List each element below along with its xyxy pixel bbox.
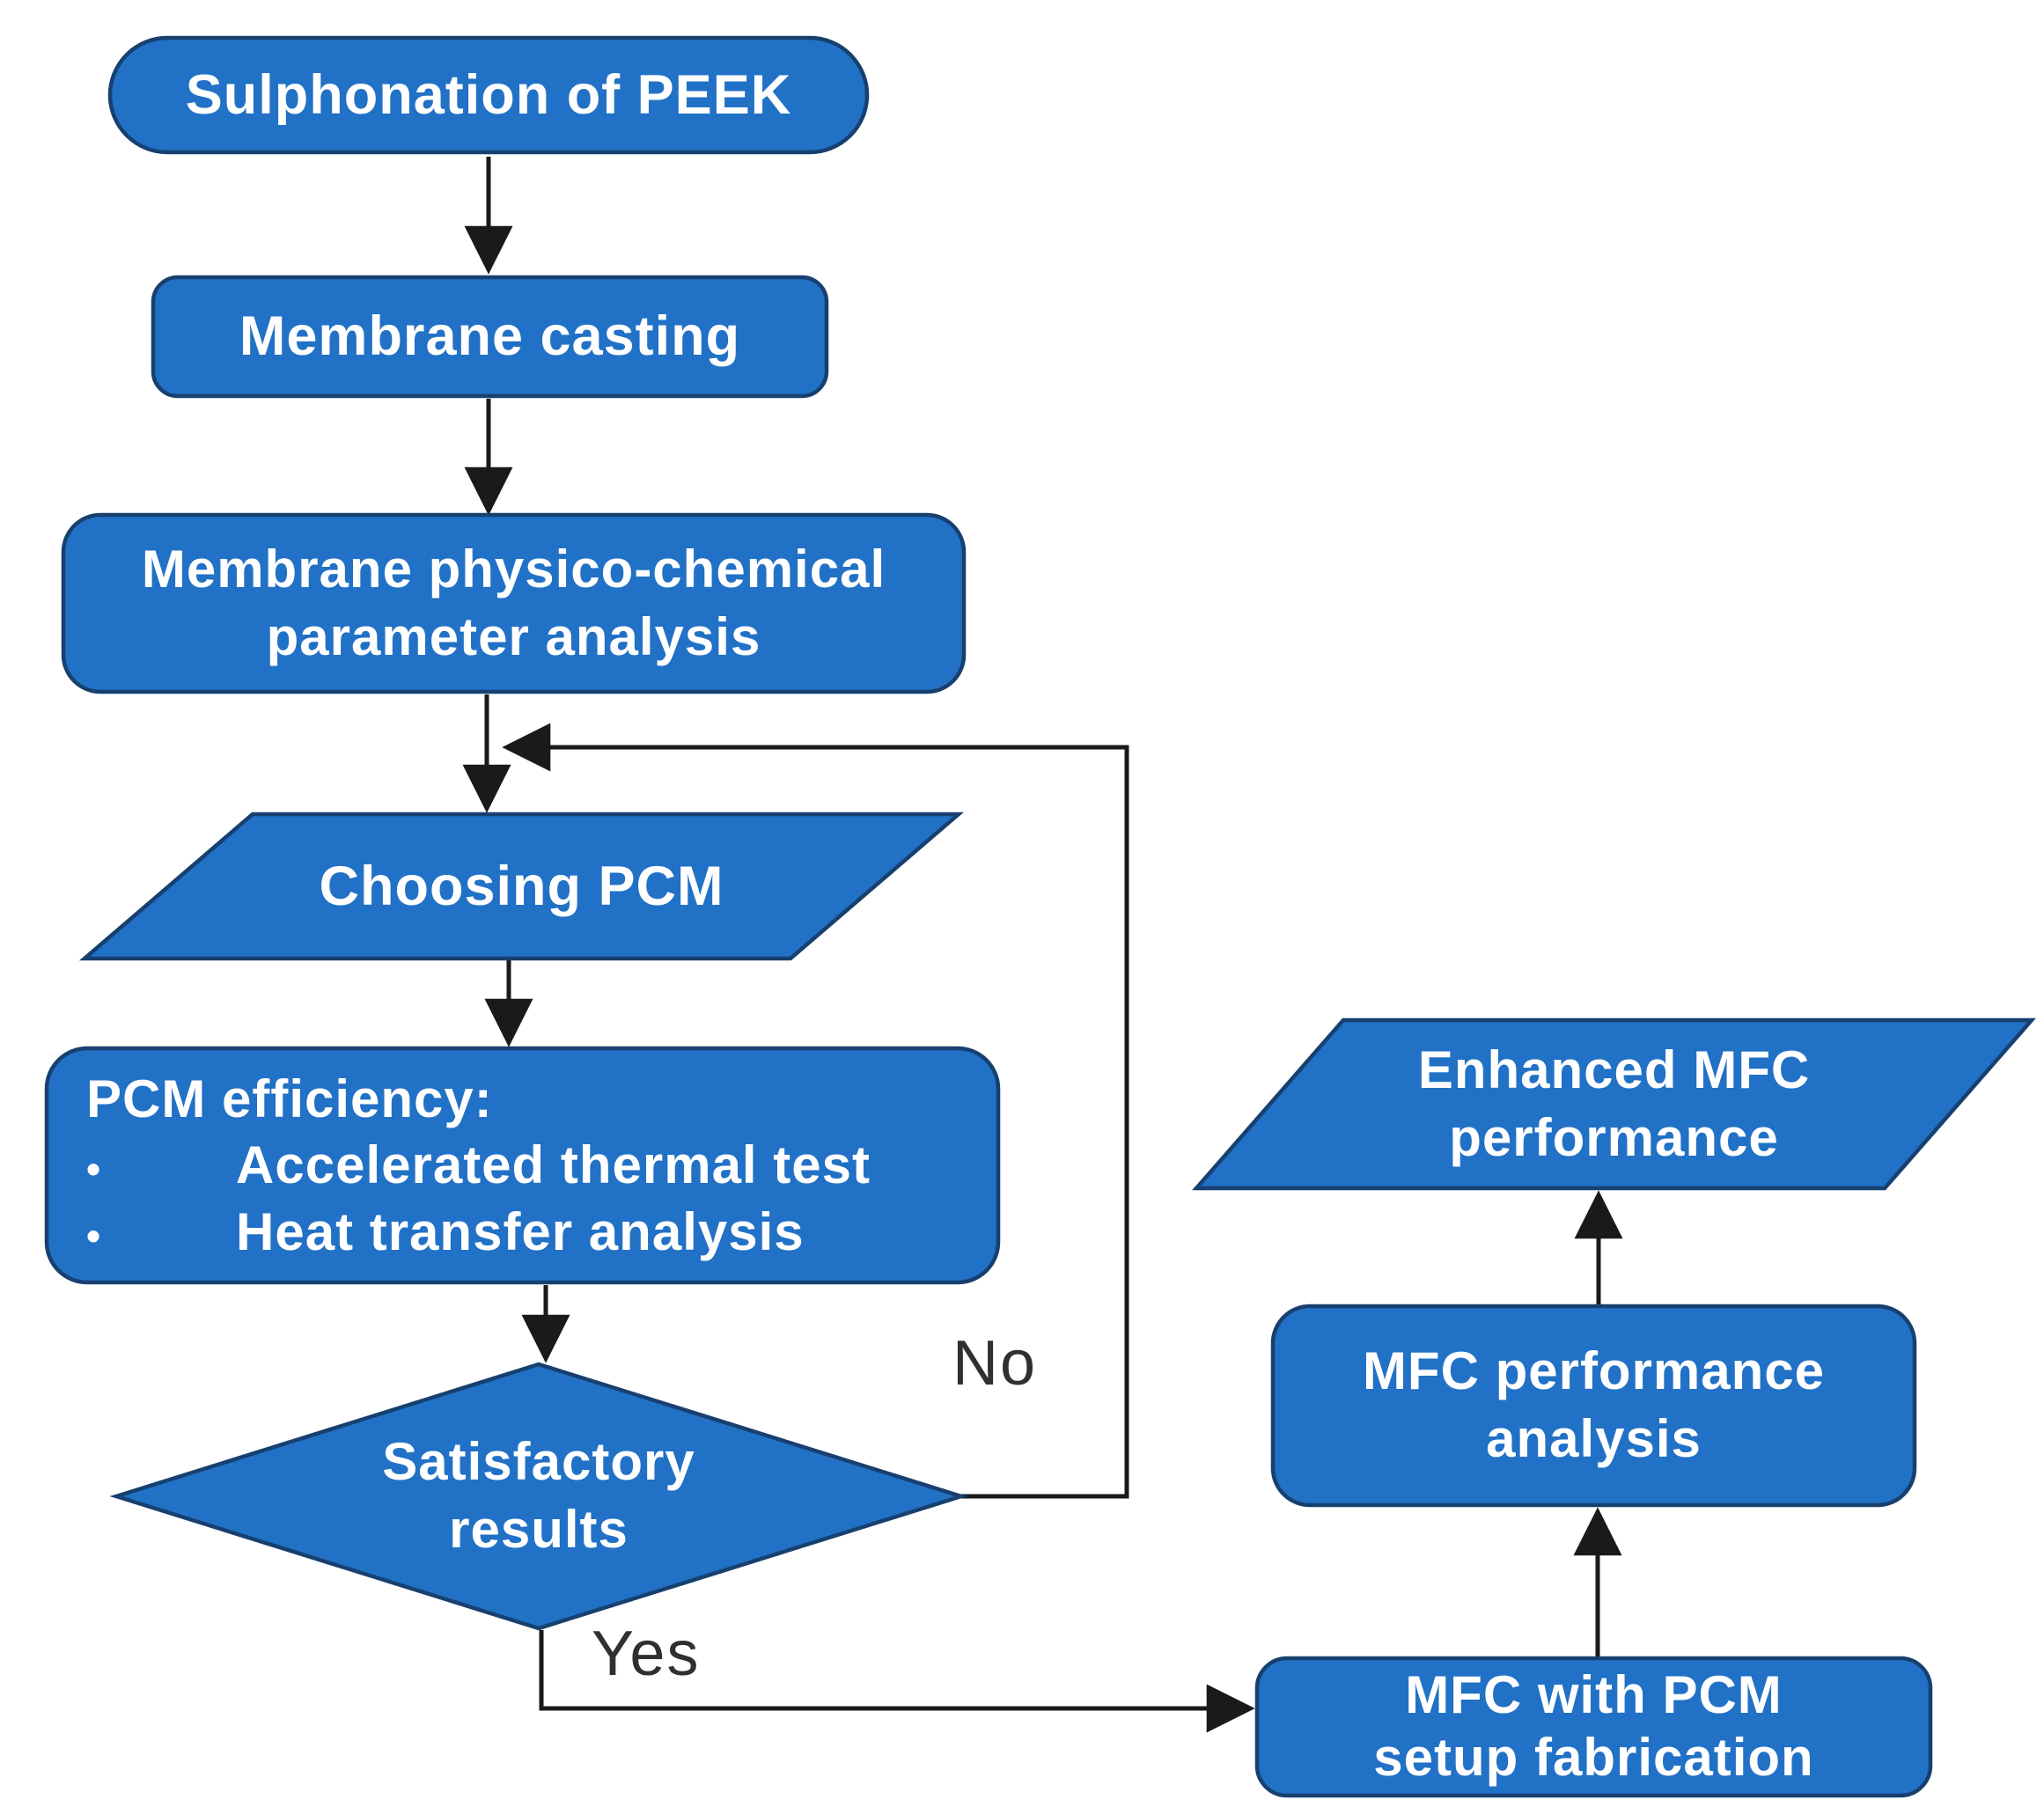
process-membrane-analysis xyxy=(61,512,967,694)
process-membrane-casting xyxy=(151,275,829,399)
io-enhanced-mfc-performance xyxy=(1192,1017,2036,1191)
process-mfc-with-pcm-fabrication xyxy=(1254,1656,1933,1798)
edge-no-feedback-loop xyxy=(502,723,1129,1499)
io-choosing-pcm xyxy=(78,812,965,961)
process-mfc-performance-analysis xyxy=(1270,1304,1917,1508)
process-pcm-efficiency xyxy=(44,1046,1001,1285)
edge-yes-to-fabrication xyxy=(539,1630,1255,1733)
decision-satisfactory-results xyxy=(109,1362,968,1631)
terminator-sulphonation xyxy=(107,35,870,155)
